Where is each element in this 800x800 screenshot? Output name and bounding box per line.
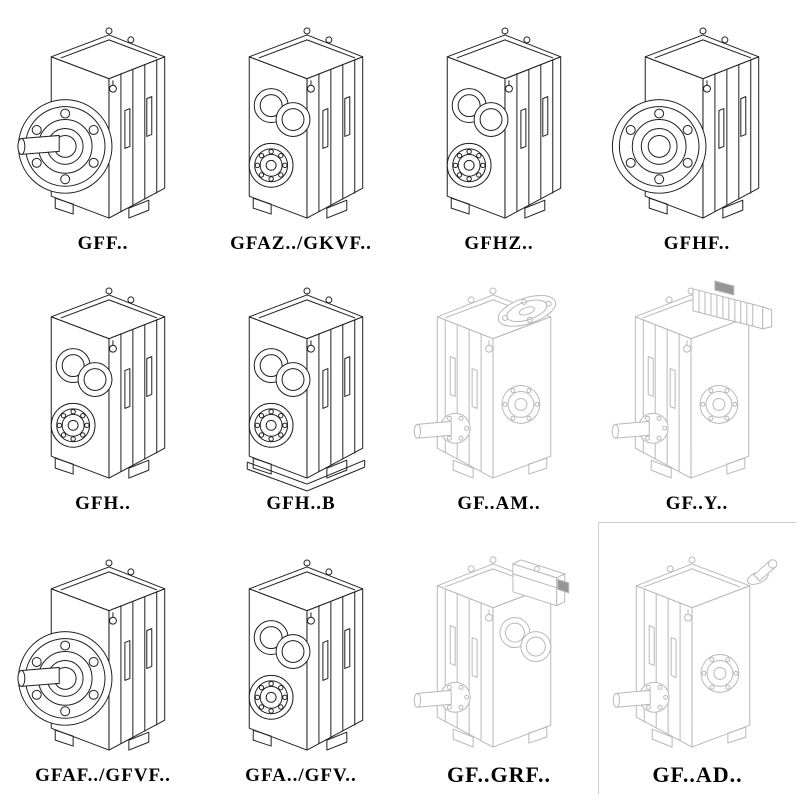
product-cell-gff: GFF..: [4, 4, 202, 262]
model-label: GFHZ..: [464, 233, 534, 255]
product-cell-gf-grf: GF..GRF..: [400, 522, 598, 794]
product-cell-gf-y: GF..Y..: [598, 262, 796, 522]
gearbox-hollow-bores-drawing-icon: [248, 559, 364, 751]
product-cell-gfh: GFH..: [4, 262, 202, 522]
gearbox-with-motor-drawing-icon: [611, 280, 773, 493]
gearbox-top-adapter-drawing-icon: [413, 548, 570, 762]
model-label: GF..AD..: [652, 761, 743, 787]
product-cell-gfaz-gkvf: GFAZ../GKVF..: [202, 4, 400, 262]
product-cell-gfa-gfv: GFA../GFV..: [202, 522, 400, 794]
model-label: GFA../GFV..: [245, 765, 357, 787]
model-label: GFH..B: [266, 493, 336, 515]
gearbox-flange-shaft-drawing-icon: [17, 27, 166, 219]
model-label: GFAF../GFVF..: [35, 765, 171, 787]
model-label: GF..AM..: [457, 493, 541, 515]
product-cell-gf-am: GF..AM..: [400, 262, 598, 522]
gearbox-flange-drawing-icon: [611, 27, 760, 219]
gearbox-flange-shaft-drawing-icon: [17, 559, 166, 751]
model-label: GF..GRF..: [447, 761, 551, 787]
gearbox-input-shaft-drawing-icon: [612, 548, 777, 762]
model-label: GFF..: [77, 233, 129, 255]
model-label: GF..Y..: [665, 493, 729, 515]
model-label: GFH..: [75, 493, 131, 515]
gearbox-hollow-bores-drawing-icon: [248, 27, 364, 219]
model-label: GFHF..: [663, 233, 731, 255]
gearbox-motor-flange-drawing-icon: [413, 279, 560, 493]
gearbox-hollow-bores-drawing-icon: [446, 27, 562, 219]
product-cell-gfhz: GFHZ..: [400, 4, 598, 262]
product-cell-gfaf-gfvf: GFAF../GFVF..: [4, 522, 202, 794]
model-label: GFAZ../GKVF..: [230, 233, 372, 255]
product-cell-gfhf: GFHF..: [598, 4, 796, 262]
product-cell-gfh-b: GFH..B: [202, 262, 400, 522]
gearbox-hollow-base-drawing-icon: [246, 287, 366, 492]
gearbox-product-grid: GFF.. GFAZ../GKVF.. GFHZ.. GFHF.. GFH..: [4, 4, 796, 794]
product-cell-gf-ad: GF..AD..: [598, 522, 796, 794]
gearbox-hollow-bores-drawing-icon: [50, 287, 166, 479]
